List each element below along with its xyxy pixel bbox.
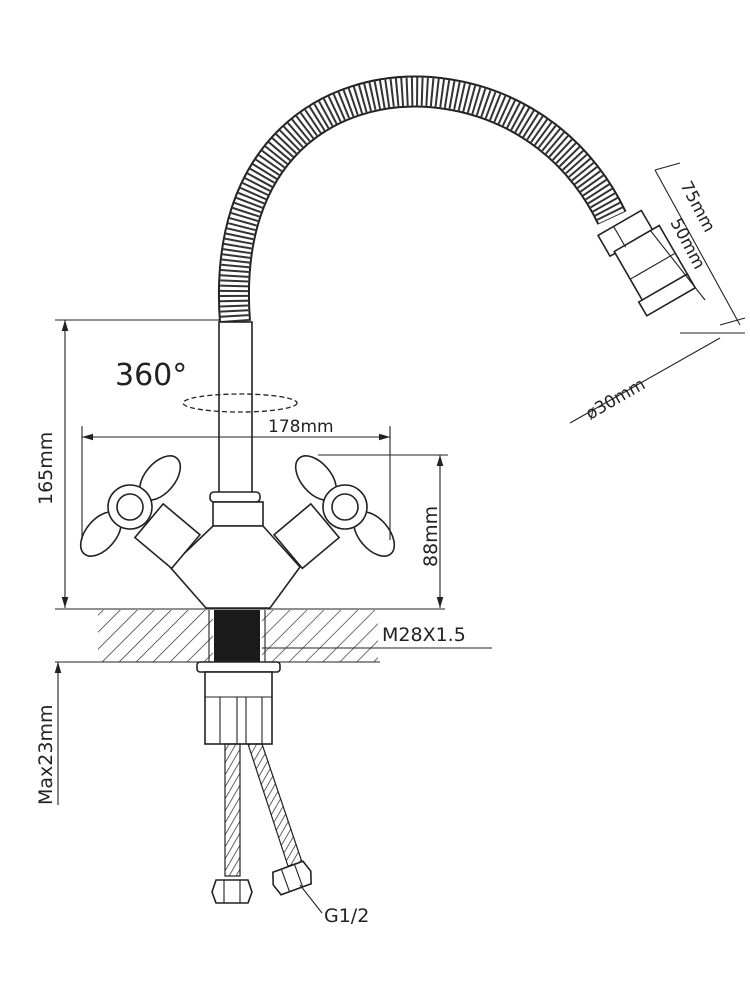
- countertop: [55, 608, 492, 663]
- connector-label: G1/2: [324, 905, 369, 927]
- height-body-label: 88mm: [420, 506, 442, 567]
- faucet-body: [79, 455, 396, 609]
- mounting-nut: [196, 661, 281, 745]
- spray-head: [596, 209, 697, 317]
- width-label: 178mm: [268, 417, 334, 437]
- rotation-label: 360°: [115, 358, 187, 393]
- max-thickness-label: Max23mm: [35, 705, 57, 805]
- right-handle: [294, 455, 396, 557]
- height-total-label: 165mm: [35, 432, 57, 505]
- dimension-lines: [54, 319, 448, 805]
- thread-label: M28X1.5: [382, 624, 466, 646]
- supply-hoses: [211, 743, 323, 914]
- head-diameter-label: ø30mm: [583, 374, 649, 424]
- left-handle: [79, 455, 182, 557]
- flexible-hose: [217, 75, 627, 324]
- rotation-ellipse: [182, 393, 298, 413]
- spout: [209, 321, 264, 527]
